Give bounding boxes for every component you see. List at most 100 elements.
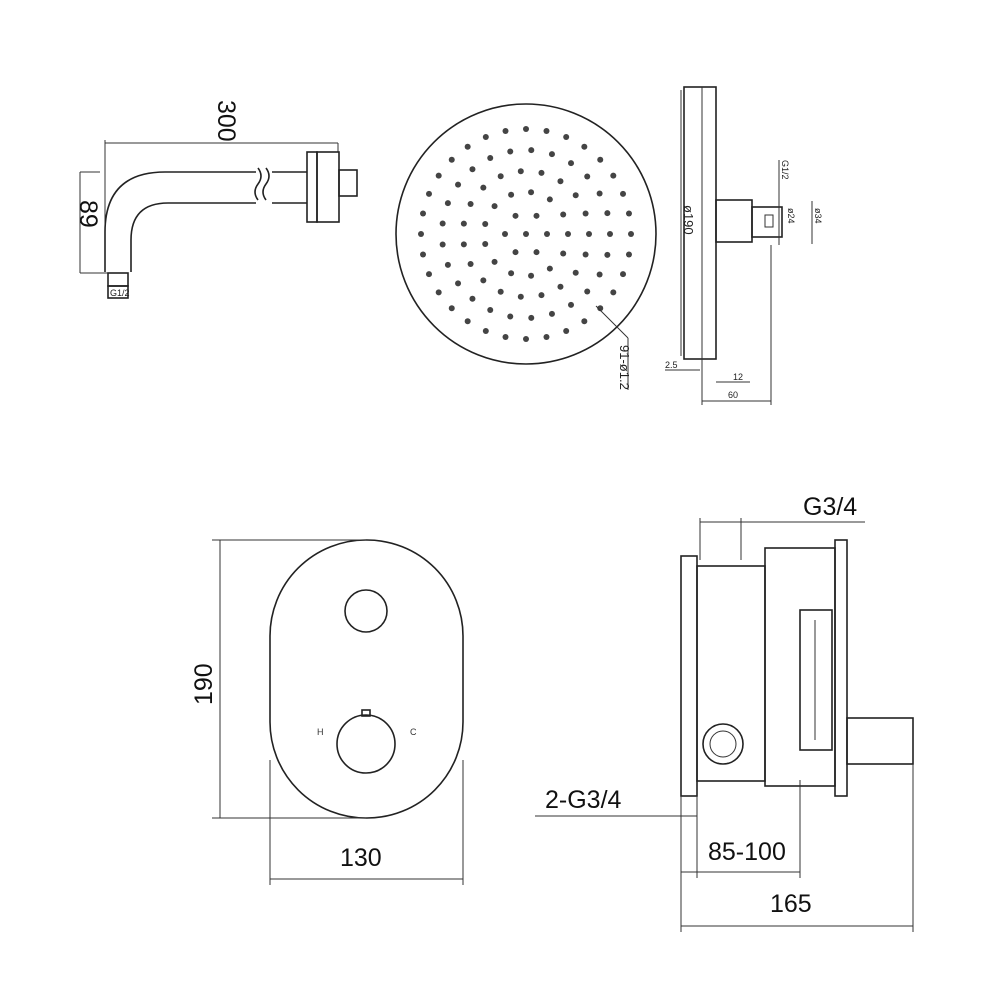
nozzle-dot bbox=[435, 289, 442, 296]
nozzle-dot bbox=[572, 192, 579, 199]
head-thread-label: G1/2 bbox=[780, 160, 790, 180]
arm-length-label: 300 bbox=[212, 100, 240, 142]
arm-thread-label: G1/2 bbox=[110, 288, 130, 298]
nozzle-dot bbox=[418, 231, 424, 237]
nozzle-dot bbox=[557, 283, 564, 290]
nozzle-dot bbox=[425, 190, 432, 197]
nozzle-dot bbox=[607, 231, 613, 237]
mixer-front: H C 190 130 bbox=[190, 539, 464, 885]
nozzle-dot bbox=[497, 173, 504, 180]
thickness-label: 2.5 bbox=[665, 360, 678, 370]
mixer-height-label: 190 bbox=[190, 663, 218, 705]
nozzle-dot bbox=[497, 288, 504, 295]
nozzle-dot bbox=[528, 189, 535, 196]
nozzle-dot bbox=[584, 288, 591, 295]
nozzle-dot bbox=[420, 251, 427, 258]
nozzle-dot bbox=[425, 271, 432, 278]
wall-depth-label: 85-100 bbox=[708, 838, 786, 866]
nozzle-dot bbox=[517, 293, 524, 300]
nozzle-dot bbox=[512, 249, 519, 256]
nozzle-dot bbox=[563, 133, 570, 140]
nozzle-dot bbox=[508, 270, 515, 277]
nozzle-dot bbox=[581, 318, 588, 325]
nozzle-dot bbox=[508, 191, 515, 198]
nozzle-dot bbox=[487, 154, 494, 161]
nozzle-dot bbox=[482, 133, 489, 140]
nozzle-dot bbox=[625, 251, 632, 258]
nozzle-dot bbox=[448, 156, 455, 163]
nozzle-dot bbox=[464, 143, 471, 150]
nozzle-dot bbox=[546, 196, 553, 203]
nozzle-dot bbox=[467, 201, 474, 208]
nozzle-dot bbox=[420, 210, 427, 217]
nozzle-dot bbox=[596, 190, 603, 197]
nozzle-dot bbox=[625, 210, 632, 217]
nozzle-dot bbox=[491, 258, 498, 265]
shower-arm-drawing: 300 89 G1/2 bbox=[74, 100, 358, 299]
nozzle-dot bbox=[502, 231, 508, 237]
total-depth-label: 165 bbox=[770, 890, 812, 918]
nozzle-dot bbox=[455, 181, 462, 188]
nozzle-dot bbox=[523, 336, 529, 342]
outer-diameter-label: ø34 bbox=[813, 208, 823, 224]
nozzle-dot bbox=[620, 271, 627, 278]
nozzle-dot bbox=[439, 241, 446, 248]
nozzle-dot bbox=[560, 250, 567, 257]
nozzle-dot bbox=[469, 295, 476, 302]
nozzle-dot bbox=[502, 333, 509, 340]
nozzle-dot bbox=[597, 156, 604, 163]
nozzle-dot bbox=[528, 272, 535, 279]
nozzle-dot bbox=[480, 184, 487, 191]
nozzle-dot bbox=[581, 143, 588, 150]
nozzle-dot bbox=[482, 328, 489, 335]
nozzle-dot bbox=[439, 220, 446, 227]
nozzle-dot bbox=[568, 160, 575, 167]
mixer-width-label: 130 bbox=[340, 844, 382, 872]
head-diameter-label: ø190 bbox=[681, 205, 696, 235]
nozzle-dot bbox=[543, 333, 550, 340]
nozzle-dot bbox=[460, 220, 467, 227]
nozzle-dot bbox=[491, 203, 498, 210]
flange-label: 12 bbox=[733, 372, 743, 382]
inner-diameter-label: ø24 bbox=[786, 208, 796, 224]
nozzle-count-label: 91-ø1.2 bbox=[617, 345, 632, 390]
nozzle-dot bbox=[460, 241, 467, 248]
nozzle-dot bbox=[507, 148, 514, 155]
outlet-label: G3/4 bbox=[803, 493, 857, 521]
nozzle-dot bbox=[467, 260, 474, 267]
nozzle-dot bbox=[480, 277, 487, 284]
cold-label: C bbox=[410, 727, 417, 737]
nozzle-dot bbox=[482, 241, 489, 248]
nozzle-dot bbox=[568, 301, 575, 308]
nozzle-dot bbox=[502, 128, 509, 135]
nozzle-dot bbox=[604, 210, 611, 217]
nozzle-dot bbox=[620, 190, 627, 197]
nozzle-dot bbox=[582, 251, 589, 258]
nozzle-dot bbox=[528, 314, 535, 321]
nozzle-dot bbox=[444, 200, 451, 207]
nozzle-dot bbox=[435, 172, 442, 179]
nozzle-dot bbox=[538, 292, 545, 299]
nozzle-dot bbox=[604, 251, 611, 258]
nozzle-dot bbox=[544, 231, 550, 237]
nozzle-dot bbox=[523, 126, 529, 132]
nozzle-dot bbox=[565, 231, 571, 237]
hot-label: H bbox=[317, 727, 324, 737]
nozzle-dot bbox=[528, 147, 535, 154]
nozzle-dot bbox=[482, 220, 489, 227]
nozzle-dot bbox=[444, 261, 451, 268]
nozzle-dot bbox=[538, 169, 545, 176]
nozzle-dot bbox=[507, 313, 514, 320]
nozzle-dot bbox=[557, 178, 564, 185]
nozzle-dot bbox=[548, 151, 555, 158]
nozzle-dot bbox=[546, 265, 553, 272]
inlet-label: 2-G3/4 bbox=[545, 786, 622, 814]
nozzle-dot bbox=[517, 168, 524, 175]
nozzle-dot bbox=[533, 212, 540, 219]
nozzle-dots bbox=[418, 126, 634, 342]
shower-head-front: 91-ø1.2 bbox=[395, 103, 657, 390]
nozzle-dot bbox=[543, 128, 550, 135]
nozzle-dot bbox=[487, 307, 494, 314]
nozzle-dot bbox=[582, 210, 589, 217]
